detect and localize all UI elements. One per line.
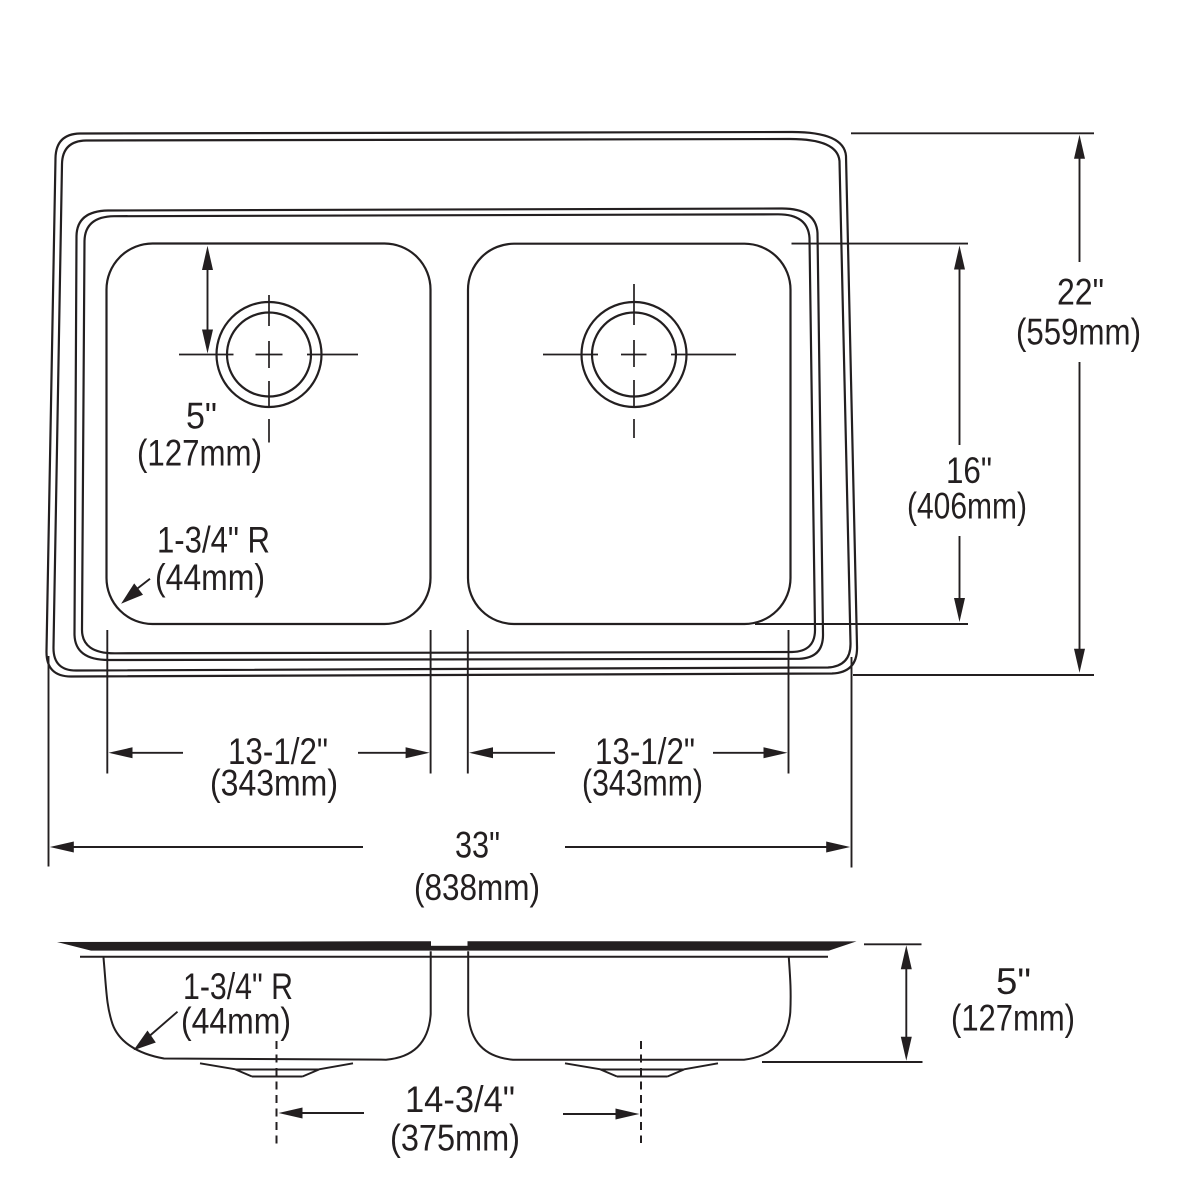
svg-text:(44mm): (44mm) [181,1001,291,1042]
svg-text:(127mm): (127mm) [137,433,262,474]
svg-text:13-1/2": 13-1/2" [228,731,328,772]
svg-text:14-3/4": 14-3/4" [405,1079,515,1120]
svg-text:(375mm): (375mm) [390,1118,520,1159]
svg-text:1-3/4" R: 1-3/4" R [183,966,293,1007]
svg-text:1-3/4" R: 1-3/4" R [157,520,270,561]
svg-text:(44mm): (44mm) [155,557,265,598]
svg-text:22": 22" [1057,272,1104,313]
svg-text:(838mm): (838mm) [414,867,540,908]
svg-text:(343mm): (343mm) [210,763,338,804]
svg-text:(406mm): (406mm) [907,486,1027,527]
svg-text:16": 16" [946,450,992,491]
svg-text:(559mm): (559mm) [1016,312,1141,353]
svg-text:13-1/2": 13-1/2" [595,731,695,772]
svg-text:5": 5" [186,396,217,437]
svg-text:(127mm): (127mm) [951,998,1075,1039]
svg-text:5": 5" [996,961,1031,1002]
svg-text:(343mm): (343mm) [582,763,703,804]
svg-text:33": 33" [455,825,500,866]
